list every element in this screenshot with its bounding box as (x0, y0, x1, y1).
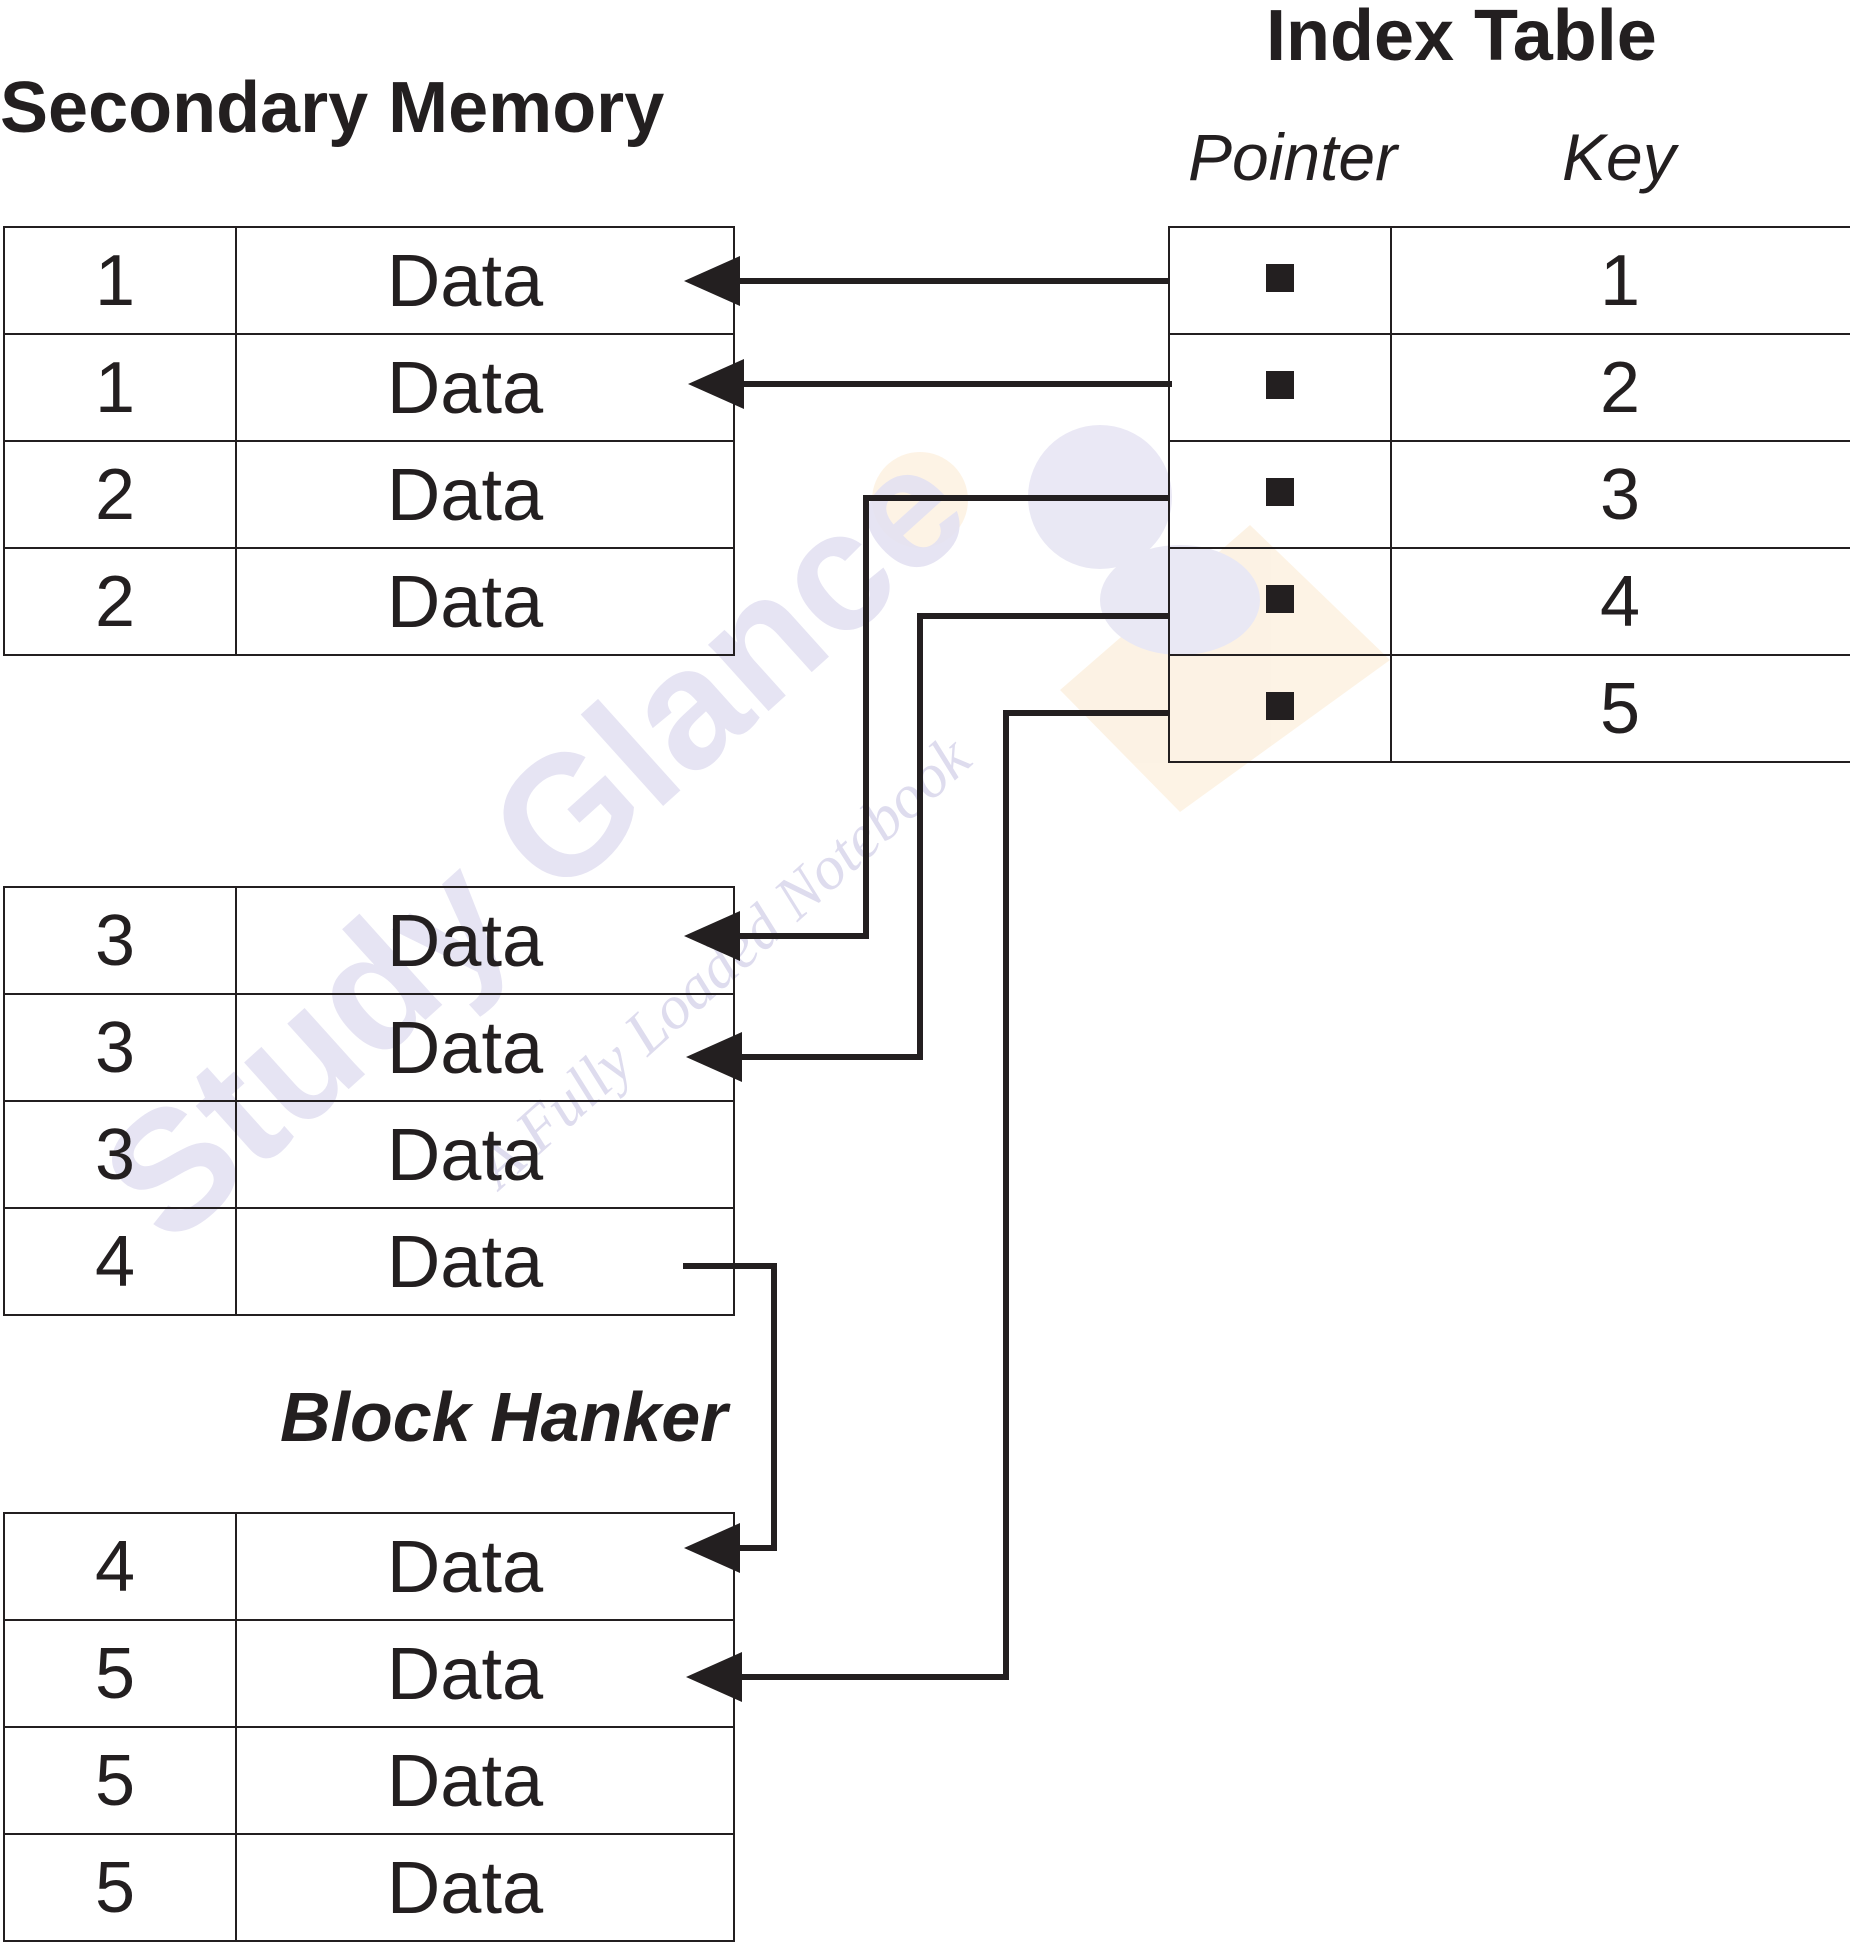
record-key: 4 (3, 1207, 237, 1316)
key-cell: 3 (1390, 440, 1850, 549)
key-cell: 1 (1390, 226, 1850, 335)
memory-row: 3 Data (3, 886, 735, 995)
memory-row: 2 Data (3, 547, 735, 656)
pointer-column-header: Pointer (1188, 120, 1398, 194)
memory-row: 2 Data (3, 440, 735, 549)
pointer-dot-icon (1266, 371, 1294, 399)
arrow-key-4 (686, 613, 1168, 1082)
key-cell: 2 (1390, 333, 1850, 442)
record-key: 3 (3, 886, 237, 995)
key-cell: 5 (1390, 654, 1850, 763)
index-row: 1 (1168, 226, 1850, 335)
bulb-icon (872, 452, 968, 548)
record-key: 1 (3, 226, 237, 335)
record-data: Data (235, 333, 735, 442)
record-data: Data (235, 1833, 735, 1942)
key-cell: 4 (1390, 547, 1850, 656)
record-data: Data (235, 886, 735, 995)
record-key: 5 (3, 1619, 237, 1728)
record-data: Data (235, 1207, 735, 1316)
index-row: 4 (1168, 547, 1850, 656)
record-key: 2 (3, 440, 237, 549)
record-data: Data (235, 226, 735, 335)
record-data: Data (235, 993, 735, 1102)
record-data: Data (235, 1726, 735, 1835)
record-key: 5 (3, 1833, 237, 1942)
memory-row: 4 Data (3, 1207, 735, 1316)
index-row: 5 (1168, 654, 1850, 763)
record-key: 2 (3, 547, 237, 656)
dot-decoration (1028, 425, 1172, 569)
secondary-memory-title: Secondary Memory (0, 68, 665, 148)
arrow-key-2 (688, 359, 1172, 409)
pointer-cell (1168, 654, 1392, 763)
record-data: Data (235, 1100, 735, 1209)
key-column-header: Key (1562, 120, 1676, 194)
memory-row: 3 Data (3, 1100, 735, 1209)
record-key: 1 (3, 333, 237, 442)
memory-row: 1 Data (3, 333, 735, 442)
arrow-key-3 (684, 495, 1168, 961)
pointer-cell (1168, 333, 1392, 442)
memory-block-3: 4 Data 5 Data 5 Data 5 Data (3, 1512, 735, 1942)
pointer-dot-icon (1266, 478, 1294, 506)
memory-row: 3 Data (3, 993, 735, 1102)
index-table-title: Index Table (1266, 0, 1657, 76)
arrow-key-1 (684, 256, 1168, 306)
pointer-cell (1168, 440, 1392, 549)
record-data: Data (235, 440, 735, 549)
index-table: 1 2 3 4 5 (1168, 226, 1850, 763)
record-key: 4 (3, 1512, 237, 1621)
record-data: Data (235, 1512, 735, 1621)
index-row: 2 (1168, 333, 1850, 442)
pointer-cell (1168, 226, 1392, 335)
record-data: Data (235, 547, 735, 656)
pointer-dot-icon (1266, 264, 1294, 292)
memory-row: 4 Data (3, 1512, 735, 1621)
pointer-dot-icon (1266, 585, 1294, 613)
record-data: Data (235, 1619, 735, 1728)
index-row: 3 (1168, 440, 1850, 549)
memory-row: 1 Data (3, 226, 735, 335)
memory-row: 5 Data (3, 1833, 735, 1942)
arrow-key-5 (686, 710, 1168, 1702)
record-key: 3 (3, 993, 237, 1102)
record-key: 5 (3, 1726, 237, 1835)
memory-block-1: 1 Data 1 Data 2 Data 2 Data (3, 226, 735, 656)
memory-block-2: 3 Data 3 Data 3 Data 4 Data (3, 886, 735, 1316)
memory-row: 5 Data (3, 1619, 735, 1728)
pointer-cell (1168, 547, 1392, 656)
block-hanker-label: Block Hanker (280, 1378, 728, 1456)
pointer-dot-icon (1266, 692, 1294, 720)
memory-row: 5 Data (3, 1726, 735, 1835)
record-key: 3 (3, 1100, 237, 1209)
